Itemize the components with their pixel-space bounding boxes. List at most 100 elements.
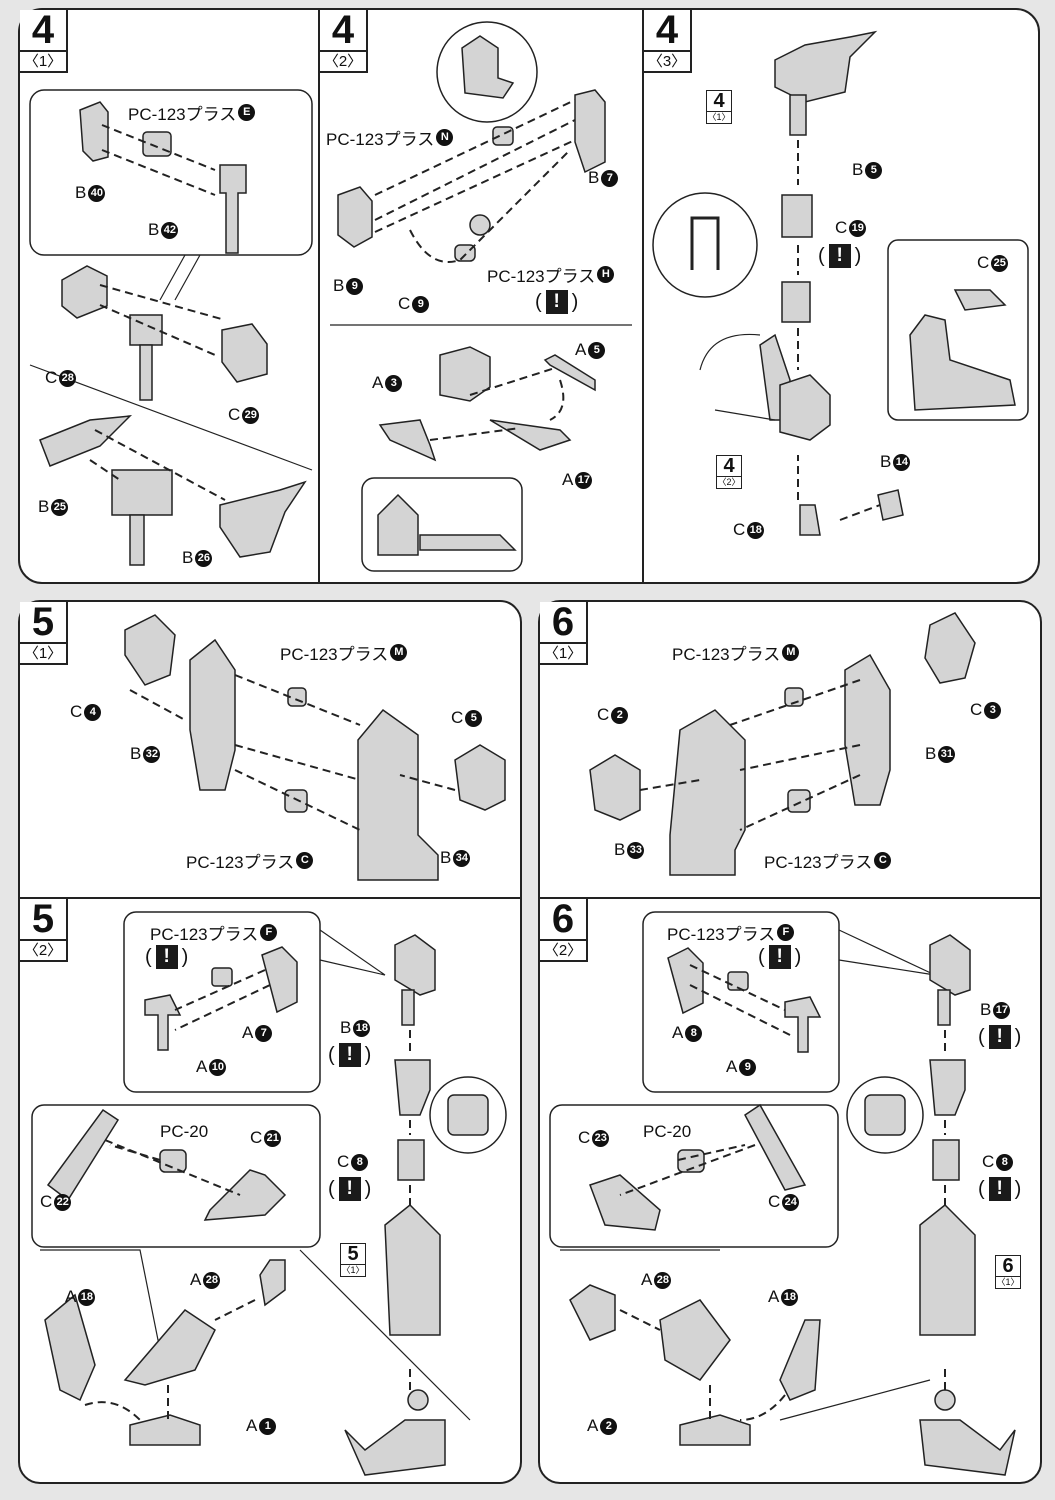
ref-substep: 〈2〉 xyxy=(717,477,741,487)
part-code: A xyxy=(575,340,587,359)
part-code: A xyxy=(726,1057,738,1076)
step-number: 6 xyxy=(540,602,586,644)
step-number: 6 xyxy=(540,899,586,941)
substep-number: 〈1〉 xyxy=(543,645,583,662)
part-sketches-4-3 xyxy=(652,30,1029,536)
ref-step: 4 xyxy=(717,456,741,477)
part-number-circle: 3 xyxy=(984,701,1002,719)
part-number-circle: 2 xyxy=(600,1417,618,1435)
part-number-circle: N xyxy=(436,129,454,146)
step-number-badge: 4〈2〉 xyxy=(320,10,368,73)
part-code: PC-123プラス xyxy=(326,130,435,149)
part-number-circle: 3 xyxy=(385,374,403,392)
part-number-circle: C xyxy=(296,852,314,869)
part-number-circle: 14 xyxy=(893,453,911,471)
part-code: PC-123プラス xyxy=(487,267,596,286)
part-number-circle: 34 xyxy=(453,849,471,867)
part-code: B xyxy=(980,1000,992,1019)
part-code: PC-20 xyxy=(160,1122,209,1141)
part-code: A xyxy=(587,1416,599,1435)
part-code: B xyxy=(925,744,937,763)
part-code: PC-123プラス xyxy=(667,925,776,944)
step-number: 5 xyxy=(20,602,66,644)
part-code: PC-123プラス xyxy=(150,925,259,944)
part-code: PC-123プラス xyxy=(186,853,295,872)
caution-mark: (!) xyxy=(758,945,802,969)
part-sketches-5-2 xyxy=(31,911,507,1476)
part-code: PC-123プラス xyxy=(672,645,781,664)
step-number-badge: 4〈3〉 xyxy=(644,10,692,73)
part-number-circle: 21 xyxy=(264,1129,282,1147)
part-code: C xyxy=(40,1192,53,1211)
step-reference: 6〈1〉 xyxy=(995,1255,1021,1289)
part-code: C xyxy=(970,700,983,719)
part-number-circle: 8 xyxy=(685,1024,703,1042)
ref-step: 4 xyxy=(707,91,731,112)
part-code: B xyxy=(75,183,87,202)
part-code: B xyxy=(333,276,345,295)
caution-mark: (!) xyxy=(328,1043,372,1067)
step-number: 5 xyxy=(20,899,66,941)
part-number-circle: 29 xyxy=(242,406,260,424)
part-number-circle: H xyxy=(597,266,615,283)
part-number-circle: 28 xyxy=(59,369,77,387)
part-code: C xyxy=(250,1128,263,1147)
substep-number: 〈1〉 xyxy=(23,53,63,70)
part-number-circle: F xyxy=(777,924,795,941)
step-number-badge: 6〈2〉 xyxy=(540,899,588,962)
part-number-circle: 9 xyxy=(739,1058,757,1076)
part-code: C xyxy=(70,702,83,721)
part-code: PC-123プラス xyxy=(280,645,389,664)
part-number-circle: M xyxy=(390,644,408,661)
part-code: PC-20 xyxy=(643,1122,692,1141)
part-sketches-4-1 xyxy=(39,101,307,566)
part-code: A xyxy=(562,470,574,489)
step-number-badge: 5〈1〉 xyxy=(20,602,68,665)
part-code: A xyxy=(65,1287,77,1306)
part-number-circle: 18 xyxy=(353,1019,371,1037)
part-number-circle: 31 xyxy=(938,745,956,763)
caution-mark: (!) xyxy=(535,290,579,314)
part-code: A xyxy=(246,1416,258,1435)
part-sketches-6-1 xyxy=(589,612,976,876)
part-number-circle: 18 xyxy=(747,521,765,539)
warning-icon: ! xyxy=(988,1177,1011,1201)
part-number-circle: 25 xyxy=(51,498,69,516)
warning-icon: ! xyxy=(768,945,791,969)
part-number-circle: 9 xyxy=(346,277,364,295)
part-number-circle: 17 xyxy=(575,471,593,489)
part-code: C xyxy=(578,1128,591,1147)
part-sketches-6-2 xyxy=(549,911,1016,1476)
part-code: PC-123プラス xyxy=(764,853,873,872)
part-label: PC-20 xyxy=(643,1122,691,1142)
part-sketches-4-2 xyxy=(330,21,632,572)
part-number-circle: 33 xyxy=(627,841,645,859)
